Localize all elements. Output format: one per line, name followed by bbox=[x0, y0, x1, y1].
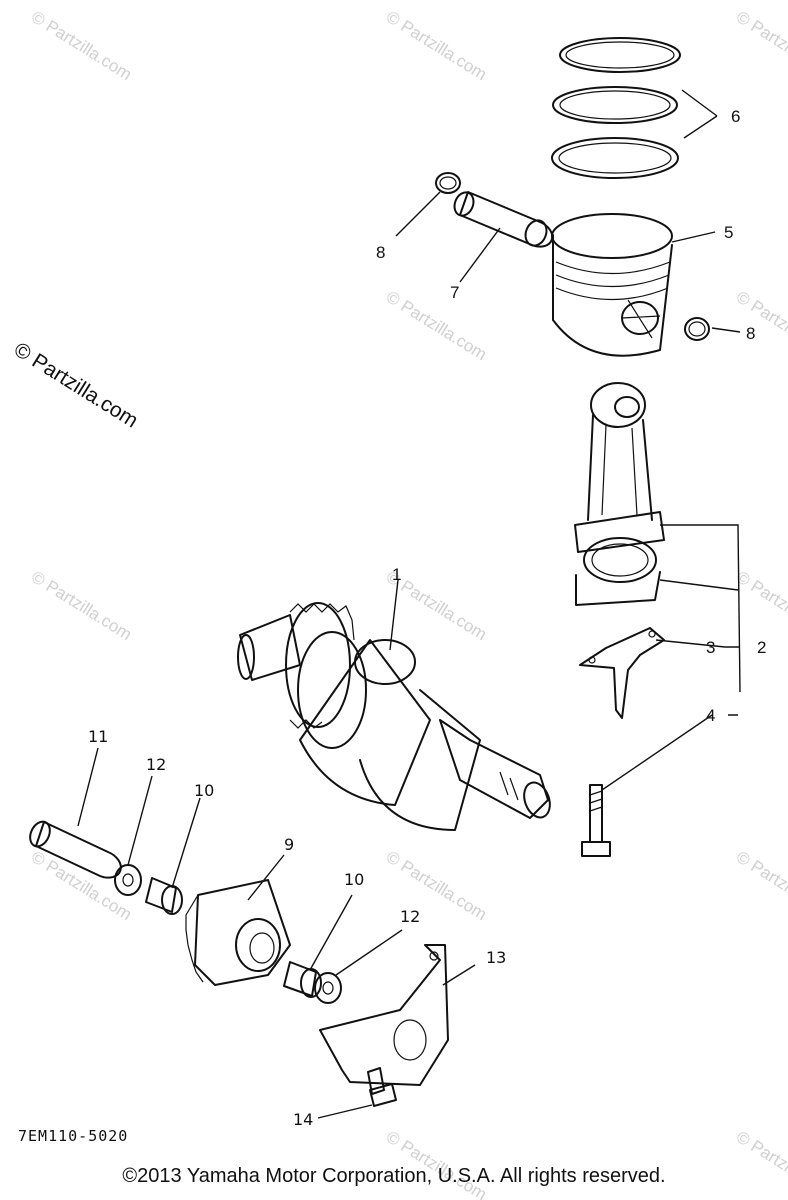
watermark: © Partzilla.com bbox=[733, 847, 788, 924]
callout-14: 14 bbox=[293, 1110, 313, 1129]
watermark: © Partzilla.com bbox=[733, 7, 788, 84]
balancer-shaft[interactable] bbox=[26, 818, 122, 879]
copyright-notice: ©2013 Yamaha Motor Corporation, U.S.A. A… bbox=[122, 1165, 666, 1187]
cover-bolt[interactable] bbox=[367, 1067, 397, 1107]
diagram-code: 7EM110-5020 bbox=[18, 1127, 129, 1145]
piston-rings[interactable] bbox=[551, 37, 681, 179]
watermark: © Partzilla.com bbox=[383, 287, 490, 364]
crankshaft[interactable] bbox=[237, 602, 554, 831]
callout-7: 7 bbox=[450, 283, 459, 302]
callout-5: 5 bbox=[724, 223, 733, 242]
callout-8-right: 8 bbox=[746, 324, 755, 343]
watermark: © Partzilla.com bbox=[383, 1127, 490, 1200]
callout-labels: 1 2 3 4 5 6 7 8 8 9 10 10 11 12 12 13 14 bbox=[88, 107, 766, 1129]
watermark: © Partzilla.com bbox=[28, 567, 135, 644]
callout-8-left: 8 bbox=[376, 243, 385, 262]
watermark: © Partzilla.com bbox=[28, 847, 135, 924]
crank-pin-plate[interactable] bbox=[579, 627, 665, 719]
callout-10-right: 10 bbox=[344, 870, 364, 889]
callout-11: 11 bbox=[88, 727, 108, 746]
callout-4: 4 bbox=[706, 706, 715, 725]
piston[interactable] bbox=[551, 213, 673, 357]
washer-left[interactable] bbox=[114, 864, 142, 896]
watermark: © Partzilla.com bbox=[733, 567, 788, 644]
callout-12-right: 12 bbox=[400, 907, 420, 926]
callout-13: 13 bbox=[486, 948, 506, 967]
piston-pin[interactable] bbox=[451, 190, 554, 249]
washer-right[interactable] bbox=[314, 972, 342, 1004]
callout-12-left: 12 bbox=[146, 755, 166, 774]
connecting-rod[interactable] bbox=[574, 382, 665, 606]
connecting-rod-bolt[interactable] bbox=[581, 784, 611, 857]
watermark: © Partzilla.com bbox=[733, 287, 788, 364]
watermark: © Partzilla.com bbox=[383, 7, 490, 84]
bearing-left[interactable] bbox=[145, 877, 183, 915]
balancer-gear[interactable] bbox=[185, 879, 291, 986]
balancer-cover[interactable] bbox=[319, 944, 449, 1086]
callout-9: 9 bbox=[284, 835, 294, 854]
callout-3: 3 bbox=[706, 638, 715, 657]
watermark: © Partzilla.com bbox=[733, 1127, 788, 1200]
piston-pin-clip-right[interactable] bbox=[684, 317, 710, 341]
watermark-layer: © Partzilla.com © Partzilla.com © Partzi… bbox=[28, 7, 788, 1200]
piston-pin-clip-left[interactable] bbox=[435, 172, 461, 194]
callout-2: 2 bbox=[757, 638, 766, 657]
leader-lines bbox=[77, 89, 741, 1119]
watermark: © Partzilla.com bbox=[383, 847, 490, 924]
callout-10-left: 10 bbox=[194, 781, 214, 800]
callout-1: 1 bbox=[392, 565, 401, 584]
callout-6: 6 bbox=[731, 107, 740, 126]
watermark: © Partzilla.com bbox=[28, 7, 135, 84]
